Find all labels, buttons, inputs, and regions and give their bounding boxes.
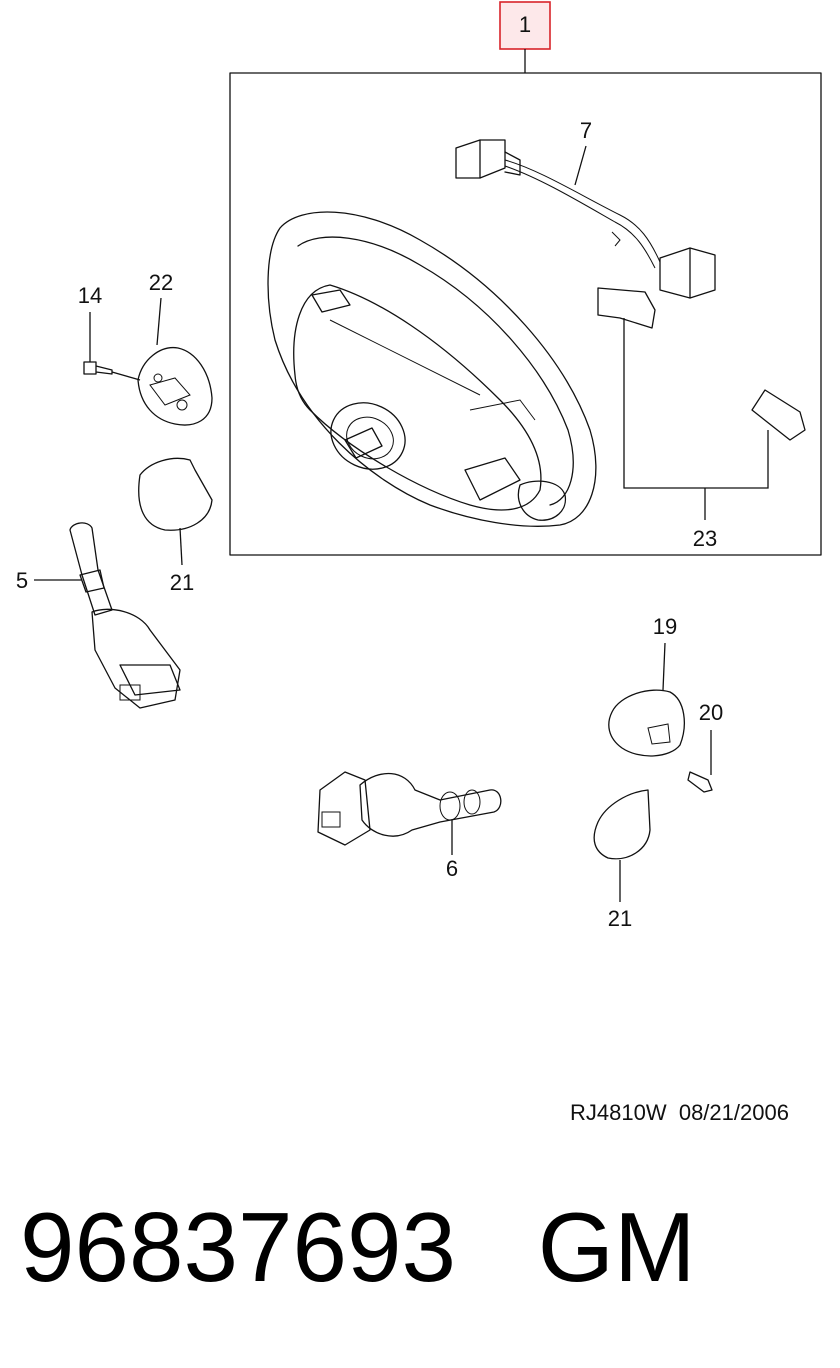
part-21-cover-right: [593, 789, 651, 860]
part-6-stalk: [317, 771, 502, 846]
callout-6: 6: [446, 856, 458, 881]
drawing-ref-code: RJ4810W: [570, 1100, 667, 1125]
callout-14: 14: [78, 283, 102, 308]
callout-21b: 21: [608, 906, 632, 931]
part-7-harness: [455, 139, 716, 299]
leader-19: [662, 642, 666, 691]
part-number-line: 96837693 GM: [20, 1198, 696, 1296]
callout-7: 7: [580, 118, 592, 143]
callout-20: 20: [699, 700, 723, 725]
drawing-reference: RJ4810W 08/21/2006: [570, 1100, 789, 1126]
callout-23: 23: [693, 526, 717, 551]
drawing-date: 08/21/2006: [678, 1100, 789, 1125]
manufacturer: GM: [537, 1192, 696, 1302]
part-14-screw: [83, 361, 113, 375]
callout-21a: 21: [170, 570, 194, 595]
leader-21a: [179, 527, 183, 566]
part-5-stalk: [69, 522, 181, 709]
part-19-switch: [608, 689, 685, 757]
part-23-cover-b: [751, 389, 806, 441]
part-23-cover-a: [597, 287, 656, 329]
callout-1: 1: [519, 12, 531, 37]
part-number: 96837693: [20, 1192, 457, 1302]
callout-19: 19: [653, 614, 677, 639]
callout-5: 5: [16, 568, 28, 593]
leader-22: [156, 297, 162, 346]
leader-23: [623, 318, 769, 520]
assembly-frame: [229, 72, 822, 556]
part-22-switch: [111, 347, 213, 426]
callout-22: 22: [149, 270, 173, 295]
part-20-screw: [687, 771, 713, 793]
callout-1-highlight[interactable]: [499, 1, 551, 50]
leader-7: [574, 145, 587, 186]
part-21-cover-left: [138, 457, 213, 531]
steering-wheel-drawing: [267, 211, 597, 527]
